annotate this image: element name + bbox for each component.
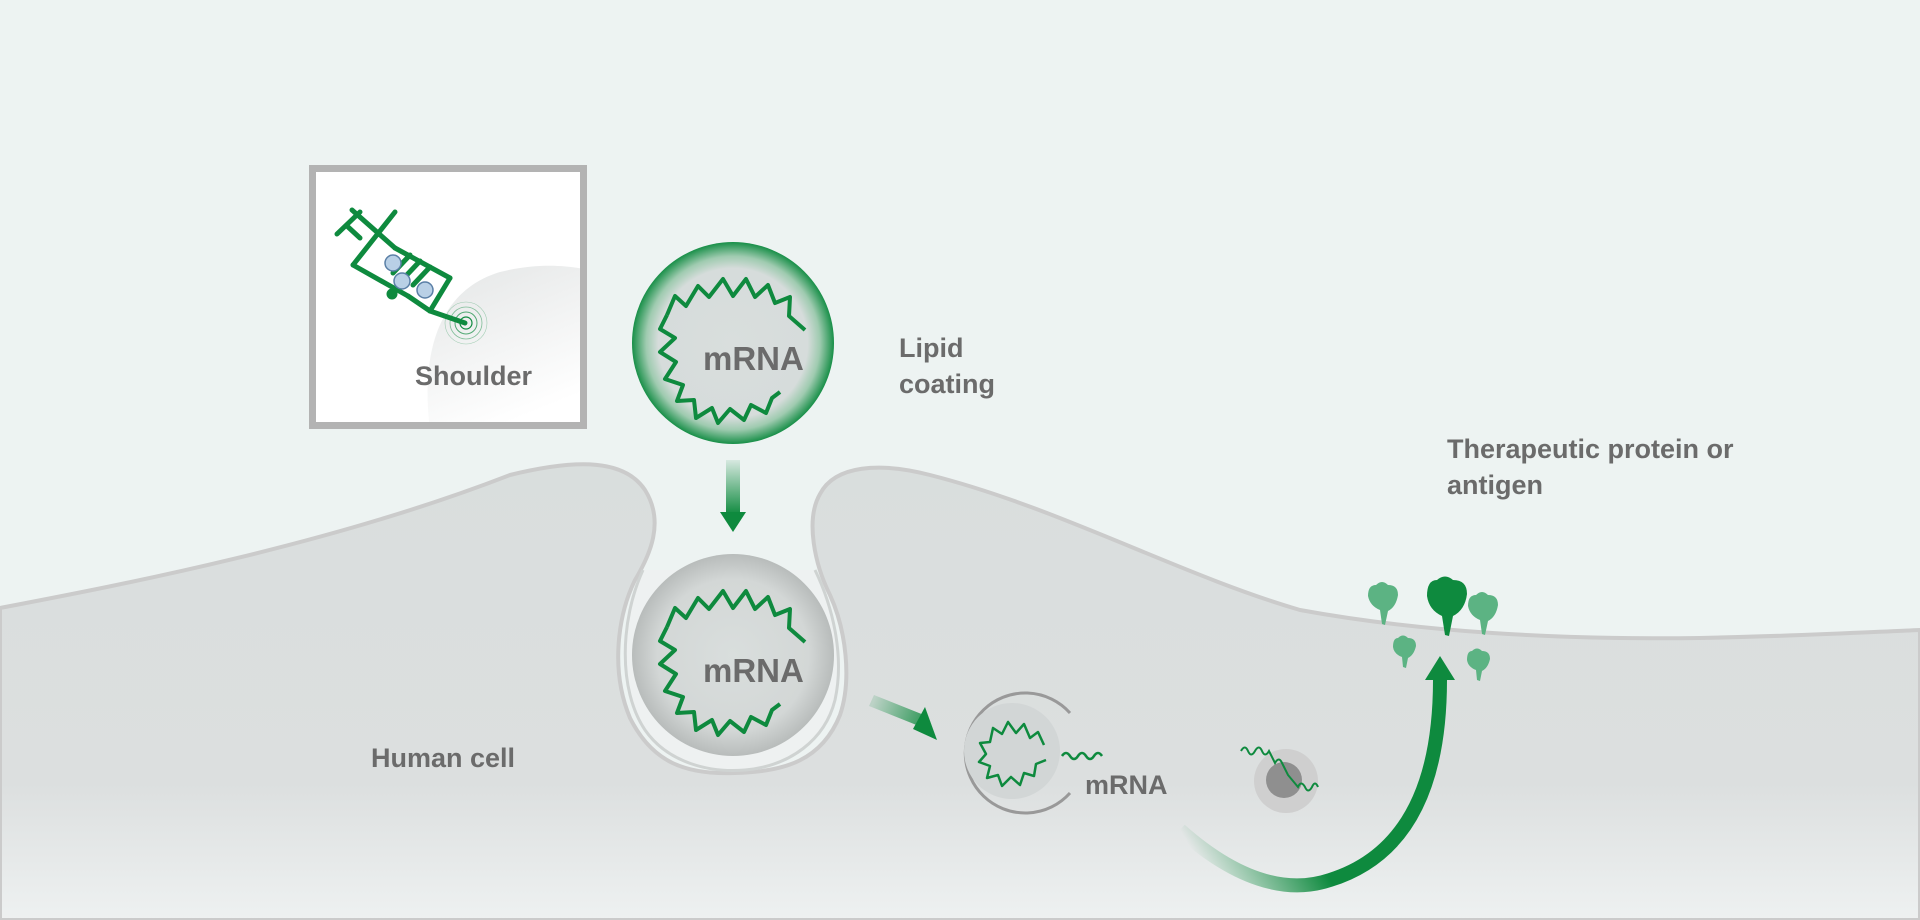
translation-arrow: [1175, 656, 1455, 893]
mrna-internalized-label: mRNA: [703, 652, 804, 689]
lipid-coating-label-2: coating: [899, 369, 995, 399]
lipid-coating-label: Lipid: [899, 333, 963, 363]
injection-site-icon: [444, 301, 488, 345]
mrna-released-label: mRNA: [1085, 770, 1168, 800]
lipid-nanoparticle-icon: [384, 254, 434, 299]
protein-label-2: antigen: [1447, 470, 1543, 500]
shoulder-shape: [427, 265, 580, 422]
shoulder-label: Shoulder: [415, 361, 532, 391]
internalized-particle: mRNA: [632, 554, 834, 756]
human-cell-body: [0, 462, 1920, 920]
shoulder-inset: Shoulder: [309, 165, 587, 429]
syringe-icon: [334, 207, 468, 326]
release-arrow: [869, 695, 937, 740]
mrna-particle-label: mRNA: [703, 340, 804, 377]
mrna-strand: [658, 626, 782, 737]
mrna-strand: [1060, 751, 1104, 761]
protein-icon: [1368, 582, 1498, 681]
released-mrna-vesicle: mRNA: [963, 691, 1168, 815]
mrna-strand: [977, 720, 1047, 788]
human-cell-label: Human cell: [371, 743, 515, 773]
protein-label: Therapeutic protein or: [1447, 434, 1734, 464]
lipid-nanoparticle: mRNA: [632, 242, 834, 444]
protein-icon: [1427, 576, 1467, 636]
mrna-strand: [665, 277, 807, 332]
mrna-strand: [658, 314, 782, 425]
uptake-arrow: [720, 460, 746, 532]
mrna-strand: [665, 589, 807, 644]
ribosome-icon: [1240, 746, 1319, 813]
